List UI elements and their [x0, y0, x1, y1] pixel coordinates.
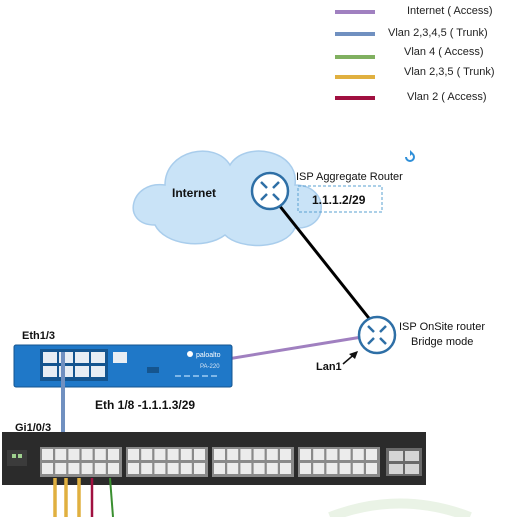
isp-ip-box [297, 185, 383, 213]
switch-port [227, 449, 239, 460]
switch-port [194, 463, 205, 474]
switch-port [68, 449, 80, 460]
switch-port [55, 449, 67, 460]
onsite-router-label-2: Bridge mode [411, 336, 474, 348]
switch-port [300, 449, 311, 460]
isp-router-label: ISP Aggregate Router [296, 171, 403, 183]
internet-cloud [132, 150, 322, 247]
switch-port [194, 449, 205, 460]
refresh-icon [405, 150, 415, 162]
legend-label-vlan235: Vlan 2,3,5 ( Trunk) [404, 66, 495, 78]
switch-port [55, 463, 67, 474]
switch-port [214, 463, 225, 474]
switch-port [253, 463, 265, 474]
wan-link [273, 199, 374, 323]
svg-text:PA-220: PA-220 [200, 364, 220, 370]
legend-label-internet: Internet ( Access) [407, 5, 493, 17]
legend-line-vlan2 [335, 96, 375, 100]
switch-port [108, 463, 119, 474]
background-arc [328, 498, 472, 517]
switch-port [167, 463, 179, 474]
legend-line-vlan235 [335, 75, 375, 79]
svg-text:paloalto: paloalto [196, 352, 221, 359]
sfp-port [405, 464, 419, 474]
switch-ports [42, 449, 419, 474]
switch-port [266, 449, 278, 460]
switch-port [154, 463, 166, 474]
switch-port [280, 463, 291, 474]
onsite-router-icon [357, 315, 397, 355]
gi103-label: Gi1/0/3 [15, 422, 52, 434]
switch-port [128, 463, 139, 474]
firewall-device: paloalto PA-220 [13, 344, 233, 388]
switch-port [128, 449, 139, 460]
switch-port [227, 463, 239, 474]
switch-port [352, 463, 364, 474]
switch-port [313, 449, 325, 460]
legend-label-vlan2345: Vlan 2,3,4,5 ( Trunk) [388, 27, 488, 39]
eth18-label: Eth 1/8 -1.1.1.3/29 [95, 398, 196, 412]
switch-port [326, 463, 338, 474]
switch-port [81, 463, 93, 474]
legend-line-vlan2345 [335, 32, 375, 36]
switch-port [339, 463, 351, 474]
legend-line-vlan4 [335, 55, 375, 59]
lan1-arrow-head [349, 351, 358, 359]
isp-router-ip: 1.1.1.2/29 [312, 193, 366, 207]
switch-port [240, 449, 252, 460]
legend-label-vlan2: Vlan 2 ( Access) [407, 91, 487, 103]
switch-port [141, 463, 153, 474]
switch-port [253, 449, 265, 460]
switch-port [266, 463, 278, 474]
switch-port [94, 449, 106, 460]
switch-port [313, 463, 325, 474]
switch-port [366, 463, 377, 474]
switch-port [300, 463, 311, 474]
switch-port [180, 449, 192, 460]
switch-port [366, 449, 377, 460]
legend-line-internet [335, 10, 375, 14]
sfp-port [405, 451, 419, 461]
switch-port [81, 449, 93, 460]
switch-port [240, 463, 252, 474]
internet-label: Internet [172, 186, 217, 200]
onsite-router-label-1: ISP OnSite router [399, 321, 486, 333]
switch-port [42, 449, 53, 460]
switch-port [108, 449, 119, 460]
switch-port [326, 449, 338, 460]
switch-port [167, 449, 179, 460]
cable-vlan4 [109, 477, 114, 517]
sfp-port [389, 451, 403, 461]
sfp-port [389, 464, 403, 474]
switch-port [214, 449, 225, 460]
isp-aggregate-router-icon [250, 171, 290, 211]
legend-label-vlan4: Vlan 4 ( Access) [404, 46, 484, 58]
switch-port [280, 449, 291, 460]
switch-port [141, 449, 153, 460]
switch-port [352, 449, 364, 460]
switch-port [94, 463, 106, 474]
switch-port [42, 463, 53, 474]
eth13-label: Eth1/3 [22, 330, 56, 342]
switch-port [339, 449, 351, 460]
switch-port [154, 449, 166, 460]
lan1-label: Lan1 [316, 361, 342, 373]
switch-port [180, 463, 192, 474]
switch-port [68, 463, 80, 474]
